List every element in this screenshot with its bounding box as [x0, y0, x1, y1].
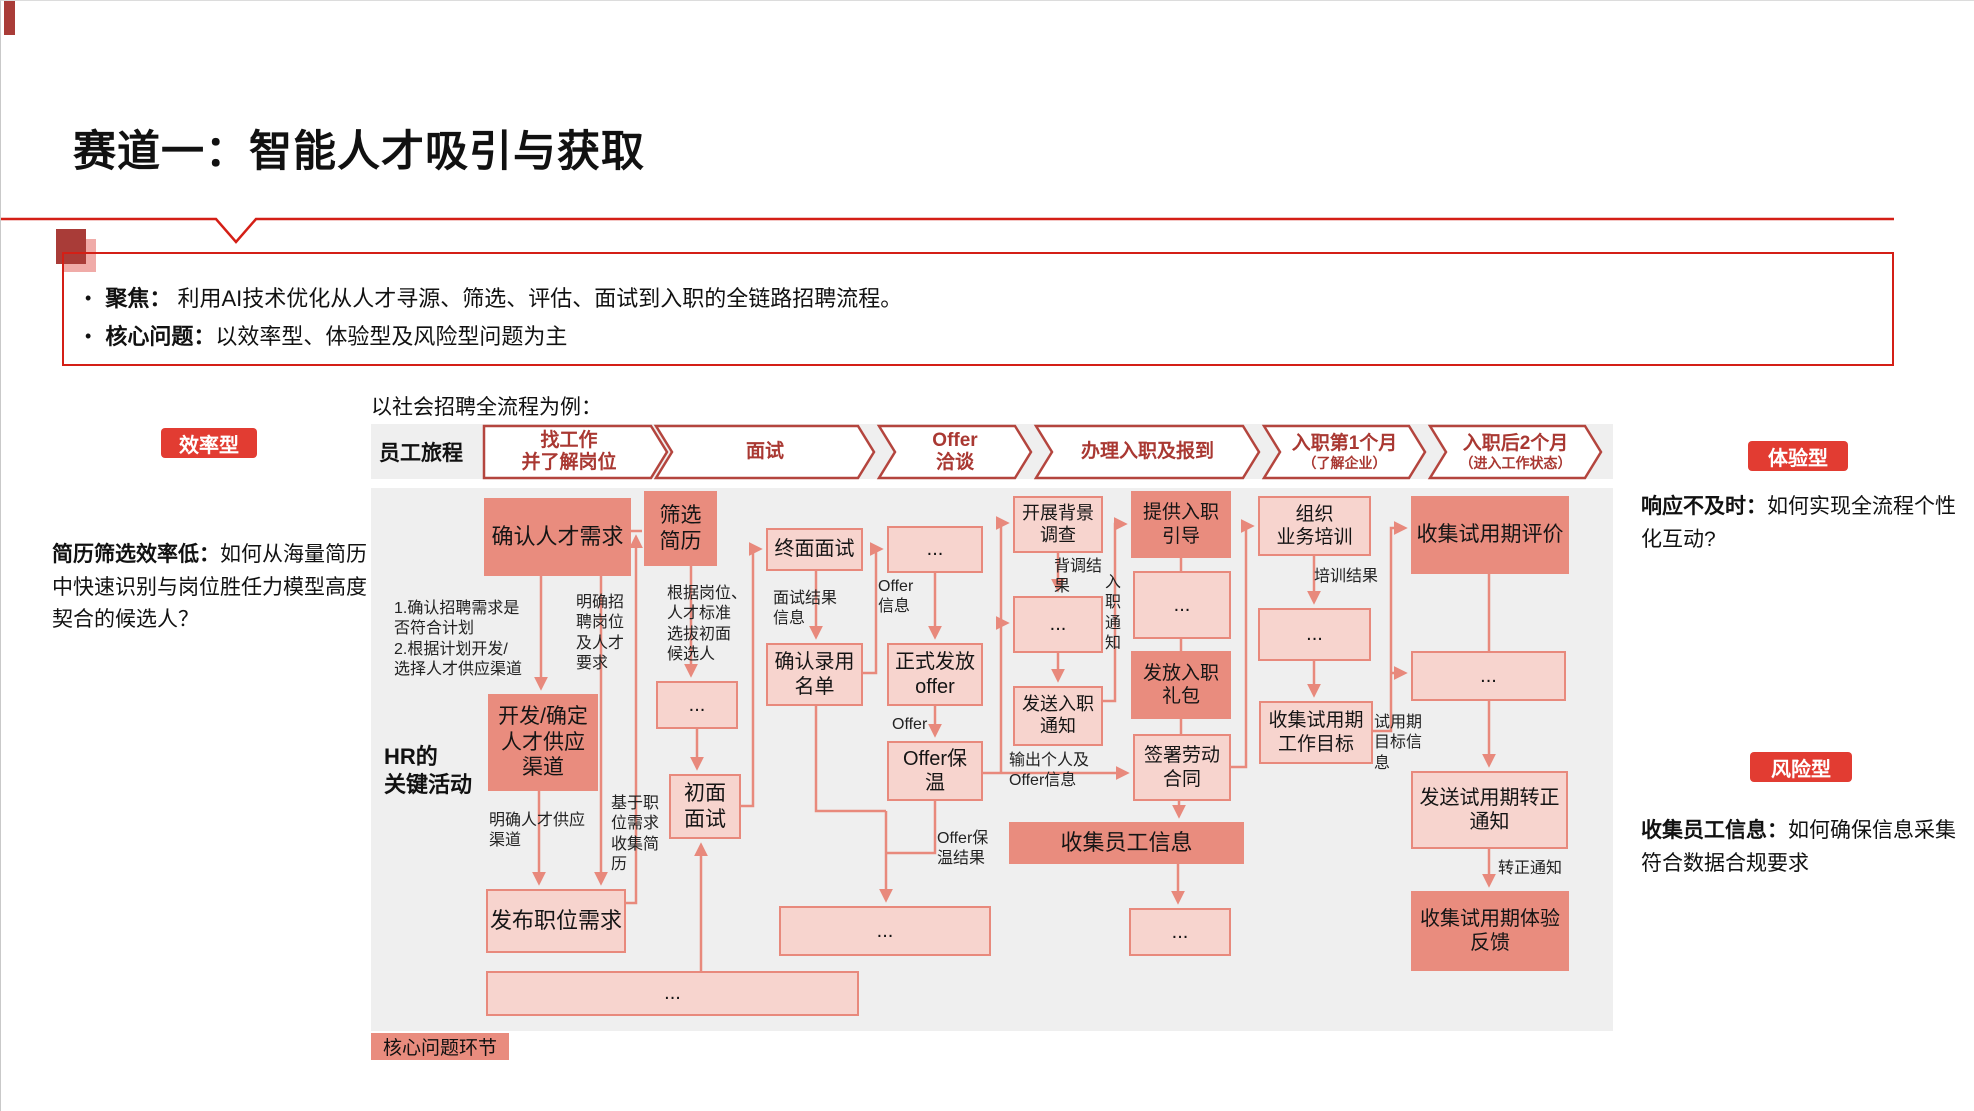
journey-stage-2: 面试 [745, 441, 784, 463]
flow-note-collect-resume-note: 基于职 位需求 收集简 历 [611, 795, 660, 874]
page-title: 赛道一：智能人才吸引与获取 [73, 128, 645, 176]
flow-box-confirm-hire-list: 确认录用 名单 [766, 643, 863, 706]
flow-box-confirm-talent-need: 确认人才需求 [484, 498, 631, 576]
flow-box-background-check: 开展背景 调查 [1013, 496, 1103, 553]
flow-note-offer-note: Offer [892, 716, 928, 733]
experience-note: 响应不及时：如何实现全流程个性化互动? [1641, 495, 1956, 551]
flow-box-develop-channel: 开发/确定 人才供应 渠道 [488, 694, 598, 791]
flow-box-dots-5: ... [1129, 908, 1231, 956]
flow-box-collect-probation-goal: 收集试用期 工作目标 [1259, 701, 1373, 764]
flow-note-onboard-notice-note: 入 职 通 知 [1105, 574, 1122, 653]
flow-box-send-confirmation-notice: 发送试用期转正 通知 [1411, 771, 1568, 849]
flow-note-training-result-note: 培训结果 [1314, 568, 1379, 585]
hr-activities-label: HR的 关键活动 [384, 744, 473, 797]
journey-stage-4: 办理入职及报到 [1080, 441, 1214, 463]
flow-box-dots-7: ... [1411, 651, 1566, 701]
flow-note-interview-result-note: 面试结果 信息 [773, 590, 838, 628]
corner-red-bar [4, 1, 15, 35]
flow-note-bg-check-result-note: 背调结 果 [1054, 558, 1103, 596]
flow-box-dots-6: ... [1258, 608, 1371, 661]
bullet-icon: • [85, 326, 92, 346]
risk-note: 收集员工信息：如何确保信息采集符合数据合规要求 [1641, 819, 1956, 875]
flow-box-collect-employee-info: 收集员工信息 [1009, 822, 1244, 864]
flow-note-output-info-note: 输出个人及 Offer信息 [1009, 752, 1090, 790]
flow-box-onboard-guide: 提供入职 引导 [1131, 491, 1231, 558]
flow-box-dots-2: ... [887, 526, 983, 573]
flow-note-confirm-notice-note: 转正通知 [1498, 860, 1563, 877]
flow-note-job-req-note: 明确招 聘岗位 及人才 要求 [576, 594, 625, 673]
flow-note-channel-note: 明确人才供应 渠道 [489, 812, 586, 850]
flow-box-publish-job: 发布职位需求 [486, 889, 626, 953]
core-problem-legend: 核心问题环节 [371, 1033, 509, 1060]
journey-stage-5: 入职第1个月（了解企业） [1291, 433, 1398, 471]
flow-box-welcome-kit: 发放入职 礼包 [1131, 651, 1231, 719]
bullet-icon: • [85, 288, 92, 308]
focus-bullet-2: •核心问题：以效率型、体验型及风险型问题为主 [85, 324, 568, 349]
flow-box-send-onboard-notice: 发送入职 通知 [1013, 686, 1103, 746]
flow-note-probation-goal-note: 试用期 目标信 息 [1374, 714, 1423, 772]
flow-box-dots-wide-b: ... [779, 906, 991, 956]
flow-box-collect-probation-feedback: 收集试用期体验 反馈 [1411, 891, 1569, 971]
flow-box-offer-warm: Offer保 温 [887, 741, 983, 801]
flow-note-plan-note: 1.确认招聘需求是 否符合计划 2.根据计划开发/ 选择人才供应渠道 [394, 600, 523, 679]
efficiency-note: 简历筛选效率低：如何从海量简历中快速识别与岗位胜任力模型高度契合的候选人？ [52, 543, 367, 632]
journey-stage-1: 找工作并了解岗位 [521, 430, 617, 473]
flow-note-select-candidate-note: 根据岗位、 人才标准 选拔初面 候选人 [667, 585, 748, 664]
flow-box-first-interview: 初面 面试 [669, 774, 741, 839]
flow-note-offer-info-note: Offer 信息 [878, 578, 914, 616]
flow-box-issue-offer: 正式发放 offer [887, 643, 983, 706]
flow-box-org-training: 组织 业务培训 [1258, 496, 1371, 556]
flow-note-offer-warm-result-note: Offer保 温结果 [937, 830, 989, 868]
flow-box-dots-4: ... [1133, 571, 1231, 639]
flow-box-dots-wide-a: ... [486, 971, 859, 1016]
efficiency-badge: 效率型 [161, 428, 257, 458]
risk-badge: 风险型 [1750, 752, 1852, 782]
focus-box [62, 252, 1894, 366]
flow-box-final-interview: 终面面试 [766, 528, 863, 571]
flow-box-dots-1: ... [656, 681, 738, 729]
flow-box-screen-resume: 筛选 简历 [644, 491, 717, 566]
journey-stage-6: 入职后2个月（进入工作状态） [1459, 433, 1572, 471]
flow-box-collect-probation-review: 收集试用期评价 [1411, 496, 1569, 574]
flow-caption: 以社会招聘全流程为例： [371, 396, 602, 419]
flow-box-dots-3: ... [1013, 596, 1103, 653]
flow-box-sign-contract: 签署劳动 合同 [1133, 734, 1231, 801]
journey-row-label: 员工旅程 [379, 441, 463, 465]
experience-badge: 体验型 [1748, 441, 1848, 471]
focus-bullet-1: •聚焦： 利用AI技术优化从人才寻源、筛选、评估、面试到入职的全链路招聘流程。 [85, 286, 903, 311]
